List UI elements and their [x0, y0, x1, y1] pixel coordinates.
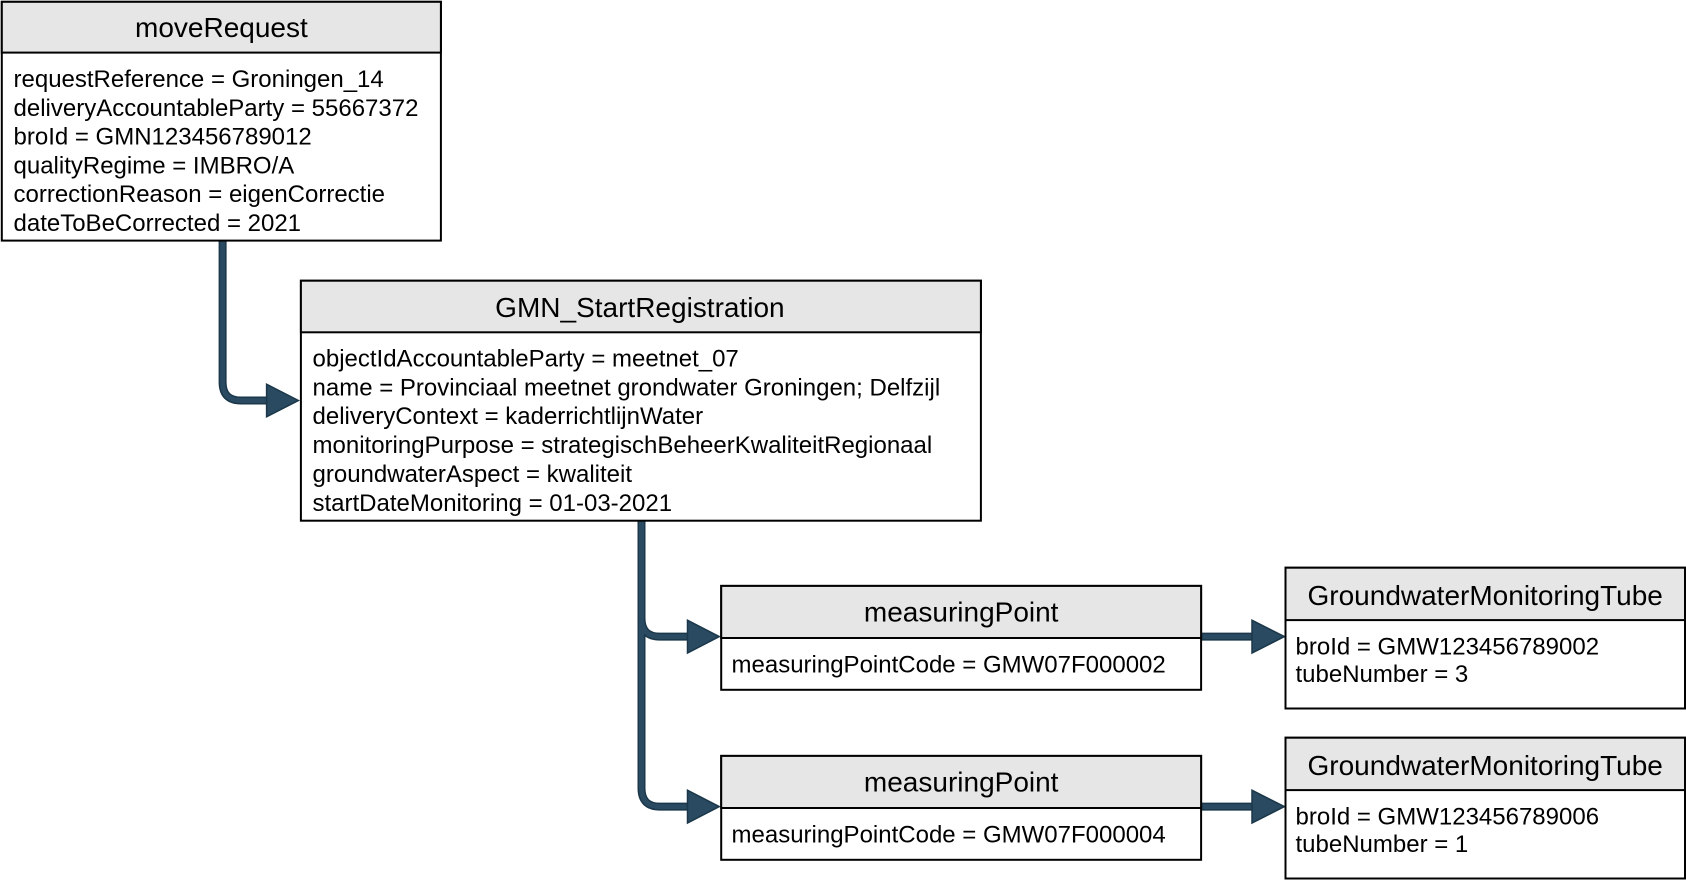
svg-text:measuringPoint: measuringPoint — [864, 767, 1059, 798]
svg-text:dateToBeCorrected = 2021: dateToBeCorrected = 2021 — [14, 210, 302, 237]
svg-text:deliveryContext = kaderrichtli: deliveryContext = kaderrichtlijnWater — [313, 403, 704, 430]
svg-text:deliveryAccountableParty = 556: deliveryAccountableParty = 55667372 — [14, 95, 419, 122]
svg-text:measuringPointCode = GMW07F000: measuringPointCode = GMW07F000002 — [732, 651, 1166, 678]
svg-text:monitoringPurpose = strategisc: monitoringPurpose = strategischBeheerKwa… — [313, 432, 933, 459]
svg-text:requestReference = Groningen_1: requestReference = Groningen_14 — [14, 66, 384, 93]
svg-text:qualityRegime = IMBRO/A: qualityRegime = IMBRO/A — [14, 152, 295, 179]
svg-text:tubeNumber = 3: tubeNumber = 3 — [1296, 661, 1469, 688]
svg-text:GroundwaterMonitoringTube: GroundwaterMonitoringTube — [1308, 580, 1663, 611]
svg-text:broId = GMW123456789002: broId = GMW123456789002 — [1296, 634, 1600, 661]
svg-text:moveRequest: moveRequest — [135, 12, 308, 43]
svg-text:GMN_StartRegistration: GMN_StartRegistration — [495, 292, 784, 323]
svg-text:GroundwaterMonitoringTube: GroundwaterMonitoringTube — [1308, 750, 1663, 781]
svg-text:tubeNumber = 1: tubeNumber = 1 — [1296, 831, 1469, 858]
svg-text:groundwaterAspect = kwaliteit: groundwaterAspect = kwaliteit — [313, 461, 633, 488]
svg-text:measuringPointCode = GMW07F000: measuringPointCode = GMW07F000004 — [732, 821, 1166, 848]
svg-text:broId = GMW123456789006: broId = GMW123456789006 — [1296, 804, 1600, 831]
svg-text:measuringPoint: measuringPoint — [864, 597, 1059, 628]
svg-text:startDateMonitoring = 01-03-20: startDateMonitoring = 01-03-2021 — [313, 490, 673, 517]
svg-text:name = Provinciaal meetnet gro: name = Provinciaal meetnet grondwater Gr… — [313, 374, 941, 401]
svg-text:broId = GMN123456789012: broId = GMN123456789012 — [14, 124, 312, 151]
svg-text:objectIdAccountableParty = mee: objectIdAccountableParty = meetnet_07 — [313, 345, 739, 372]
svg-text:correctionReason = eigenCorrec: correctionReason = eigenCorrectie — [14, 181, 386, 208]
